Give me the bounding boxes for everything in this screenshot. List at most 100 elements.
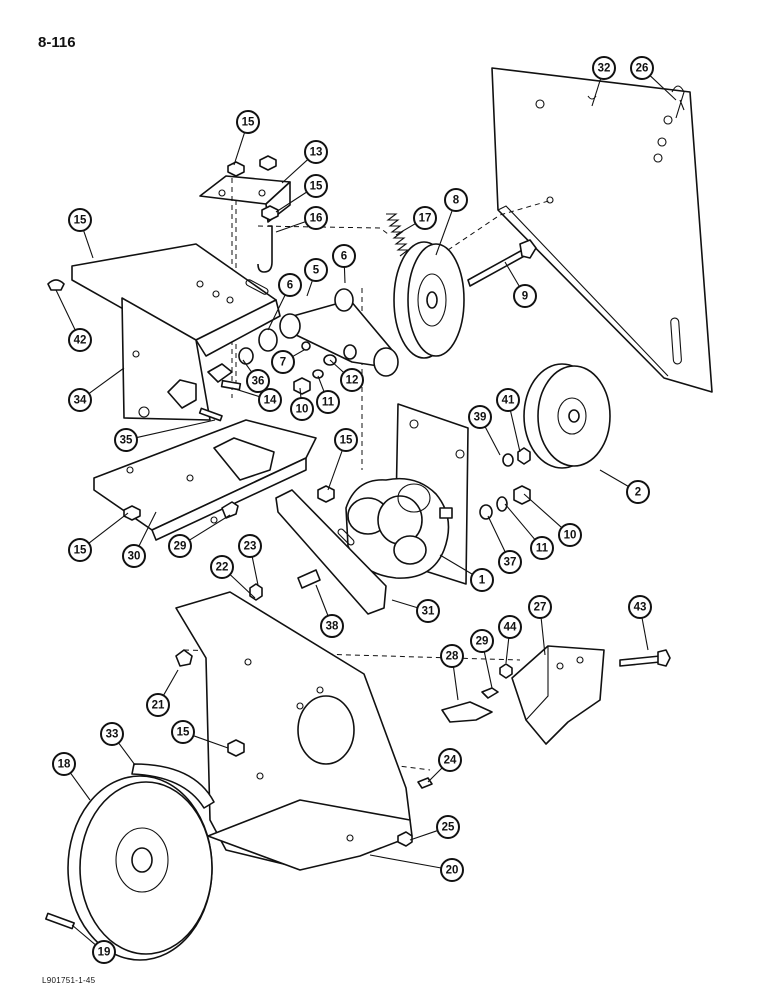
callout-c16: 16 <box>304 206 328 230</box>
leader-line-c28 <box>452 666 459 701</box>
leader-line-c2 <box>599 469 629 487</box>
leader-line-c16 <box>275 221 306 233</box>
callout-label: 18 <box>58 759 71 771</box>
upright-bracket <box>71 243 281 421</box>
callout-label: 23 <box>244 541 257 553</box>
leader-line-c41 <box>509 410 521 453</box>
idler-arm <box>258 288 399 377</box>
callout-label: 6 <box>341 251 347 263</box>
hairpin-clip <box>671 85 685 119</box>
guard-plate <box>491 67 713 393</box>
callout-label: 38 <box>326 621 339 633</box>
callout-label: 19 <box>98 947 111 959</box>
leader-line-c39 <box>484 426 501 456</box>
callout-c25: 25 <box>436 815 460 839</box>
callout-c8: 8 <box>444 188 468 212</box>
leader-line-c31 <box>391 599 418 609</box>
callout-c7: 7 <box>271 350 295 374</box>
callout-label: 15 <box>177 727 190 739</box>
leader-line-c38 <box>315 584 329 616</box>
callout-label: 26 <box>636 63 649 75</box>
callout-label: 25 <box>442 822 455 834</box>
long-bolt <box>467 247 529 287</box>
callout-label: 22 <box>216 562 229 574</box>
callout-c15b: 15 <box>304 174 328 198</box>
callout-label: 9 <box>522 291 528 303</box>
leader-line-c25 <box>409 830 438 841</box>
callout-c20: 20 <box>440 858 464 882</box>
callout-label: 41 <box>502 395 515 407</box>
callout-c38: 38 <box>320 614 344 638</box>
callout-label: 20 <box>446 865 459 877</box>
callout-c34: 34 <box>68 388 92 412</box>
callout-c13: 13 <box>304 140 328 164</box>
support-strap <box>275 489 387 615</box>
leader-line-c18 <box>69 772 91 801</box>
callout-c11a: 11 <box>316 390 340 414</box>
callout-c15a: 15 <box>236 110 260 134</box>
callout-label: 28 <box>446 651 459 663</box>
leader-line-c44 <box>505 637 510 664</box>
idler-pulley <box>393 241 465 359</box>
callout-c41: 41 <box>496 388 520 412</box>
callout-c5: 5 <box>304 258 328 282</box>
callout-label: 29 <box>174 541 187 553</box>
leader-line-c12 <box>329 359 345 374</box>
callout-c19: 19 <box>92 940 116 964</box>
callout-c17: 17 <box>413 206 437 230</box>
callout-c33: 33 <box>100 722 124 746</box>
callout-c43: 43 <box>628 595 652 619</box>
callout-c15f: 15 <box>171 720 195 744</box>
callout-c12: 12 <box>340 368 364 392</box>
lower-shield <box>175 591 413 871</box>
page-number: 8-116 <box>38 34 76 51</box>
leader-line-c9 <box>504 261 520 287</box>
callout-label: 30 <box>128 551 141 563</box>
callout-label: 21 <box>152 700 165 712</box>
leader-line-c19 <box>71 924 96 946</box>
callout-label: 42 <box>74 335 87 347</box>
hex-bolt <box>619 655 661 667</box>
callout-label: 10 <box>564 530 577 542</box>
callout-label: 8 <box>453 195 460 207</box>
leader-line-c1 <box>439 554 473 575</box>
leader-line-c32 <box>591 78 602 107</box>
callout-c37: 37 <box>498 550 522 574</box>
callout-label: 44 <box>504 622 517 634</box>
callout-label: 15 <box>74 215 87 227</box>
callout-label: 17 <box>419 213 432 225</box>
callout-label: 29 <box>476 636 489 648</box>
callout-label: 36 <box>252 376 265 388</box>
leader-line-c5 <box>306 280 313 297</box>
callout-label: 27 <box>534 602 547 614</box>
leader-line-c36 <box>242 359 253 373</box>
leader-line-c10b <box>523 493 563 529</box>
callout-c10a: 10 <box>290 397 314 421</box>
leader-line-c6b <box>267 294 286 331</box>
leader-line-c15e <box>88 512 129 544</box>
leader-line-c15a <box>233 132 246 166</box>
leader-line-c14 <box>231 387 260 398</box>
callout-c44: 44 <box>498 615 522 639</box>
drive-pulley <box>523 363 611 469</box>
bolt <box>207 363 233 383</box>
callout-c29a: 29 <box>168 534 192 558</box>
leader-line-c15b <box>275 191 308 213</box>
mounting-bracket <box>199 155 291 223</box>
small-bracket <box>441 701 493 723</box>
leader-line-c6a <box>343 266 346 284</box>
callout-c2: 2 <box>626 480 650 504</box>
callout-c36: 36 <box>246 369 270 393</box>
callout-label: 6 <box>287 280 293 292</box>
callout-label: 34 <box>74 395 87 407</box>
leader-line-c37 <box>487 515 506 553</box>
leader-line-c11b <box>504 503 536 540</box>
callout-label: 15 <box>242 117 255 129</box>
shaft-key <box>45 912 75 930</box>
callout-c11b: 11 <box>530 536 554 560</box>
callout-label: 39 <box>474 412 487 424</box>
belt-shield <box>93 419 317 541</box>
callout-label: 13 <box>310 147 323 159</box>
callout-label: 11 <box>536 543 549 555</box>
figure-code: L901751-1-45 <box>42 976 96 985</box>
